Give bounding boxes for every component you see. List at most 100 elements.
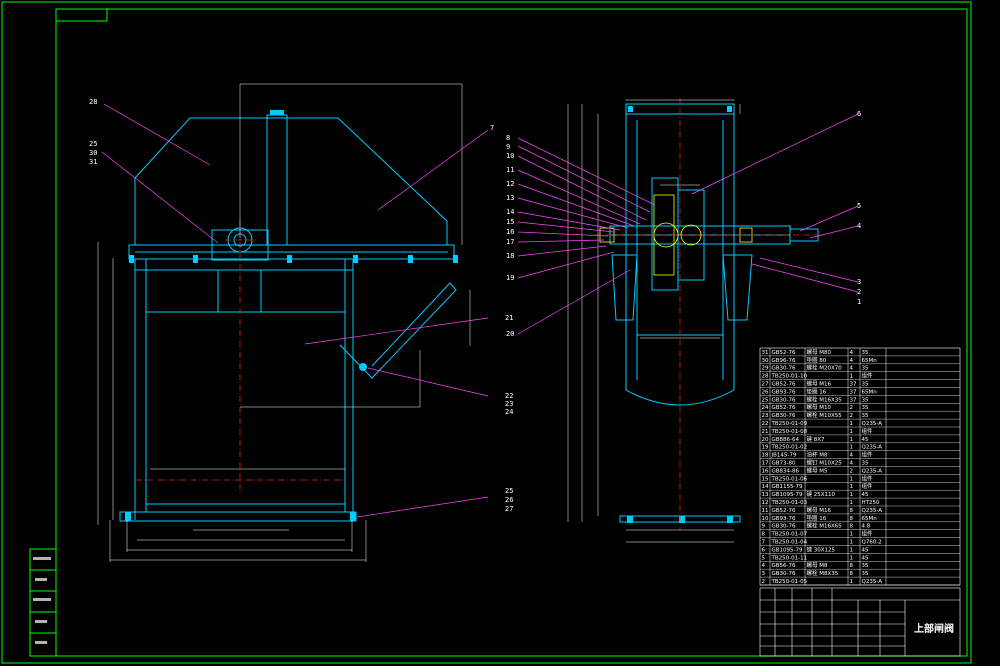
bom-cell: 35 <box>862 397 869 403</box>
leader-lines <box>101 103 859 518</box>
bom-cell: TB250-01-03 <box>771 500 808 506</box>
bom-cell: 8 <box>850 563 854 569</box>
bom-cell: GB834-86 <box>772 468 800 474</box>
bom-cell: GB1095-79 <box>772 492 804 498</box>
bom-cell: 1 <box>850 374 854 380</box>
bom-cell: 组件 <box>862 427 874 435</box>
callout-label: 4 <box>857 222 861 230</box>
bom-cell: HT250 <box>862 500 880 506</box>
bom-cell: 螺母 M16 <box>807 380 832 388</box>
callout-label: 19 <box>506 274 514 282</box>
bom-cell: 28 <box>762 374 769 380</box>
bom-cell: 17 <box>762 461 769 467</box>
callout-label: 1 <box>857 298 861 306</box>
front-view-centerlines <box>136 220 343 495</box>
bom-cell: TB250-01-04 <box>771 540 808 546</box>
bom-cell: 13 <box>762 492 769 498</box>
bom-cell: 螺母 M5 <box>807 466 828 474</box>
callout-label: 16 <box>506 228 514 236</box>
bom-cell: 5 <box>762 555 766 561</box>
bom-cell: 4 <box>850 366 854 372</box>
bom-cell: 35 <box>862 571 869 577</box>
bom-cell: 螺栓 M8X35 <box>807 569 839 577</box>
bom-cell: 37 <box>850 382 857 388</box>
bom-cell: 29 <box>762 366 769 372</box>
callout-label: 7 <box>490 124 494 132</box>
bom-cell: 1 <box>850 492 854 498</box>
bom-cell: 1 <box>850 437 854 443</box>
side-view-centerlines <box>595 98 825 530</box>
callout-label: 27 <box>505 505 513 513</box>
callout-label: 6 <box>857 110 861 118</box>
bom-cell: 4 <box>850 350 854 356</box>
bom-cell: 1 <box>850 547 854 553</box>
bom-cell: Q235-A <box>862 508 883 514</box>
bom-cell: GB52-76 <box>772 508 797 514</box>
bom-cell: 8 <box>850 508 854 514</box>
bom-cell: 螺母 M10 <box>807 403 832 411</box>
callout-label: 22 <box>505 392 513 400</box>
bom-cell: 组件 <box>862 372 874 380</box>
bom-cell: 30 <box>762 358 769 364</box>
bom-cell: 8 <box>850 516 854 522</box>
left-stamp-text <box>33 557 51 644</box>
bom-cell: 45 <box>862 437 869 443</box>
bom-cell: 螺栓 M16X65 <box>807 522 843 530</box>
bom-cell: TB250-01-07 <box>771 532 808 538</box>
bom-cell: 1 <box>850 555 854 561</box>
bom-cell: GB52-76 <box>772 382 797 388</box>
bom-cell: 1 <box>850 445 854 451</box>
bom-cell: 14 <box>762 484 769 490</box>
bom-cell: 组件 <box>862 530 874 538</box>
bom-cell: 1 <box>850 476 854 482</box>
bom-cell: 35 <box>862 405 869 411</box>
bom-cell: 22 <box>762 421 769 427</box>
bom-cell: Q235-A <box>862 468 883 474</box>
callout-label: 31 <box>89 158 97 166</box>
bom-cell: 螺母 M8 <box>807 561 828 569</box>
callout-label: 8 <box>506 134 510 142</box>
callout-label: 5 <box>857 202 861 210</box>
bom-cell: GB1155-79 <box>772 484 804 490</box>
bom-cell: GB30-76 <box>772 366 797 372</box>
callout-label: 18 <box>506 252 514 260</box>
bom-cell: 8 <box>850 524 854 530</box>
bom-cell: 23 <box>762 413 769 419</box>
bom-cell: 1 <box>850 429 854 435</box>
bom-cell: GB30-76 <box>772 397 797 403</box>
bom-cell: TB250-01-06 <box>771 476 808 482</box>
callout-label: 25 <box>89 140 97 148</box>
bom-cell: 20 <box>762 437 769 443</box>
bom-cell: 油杯 M8 <box>807 451 828 459</box>
bom-cell: GB93-76 <box>772 389 797 395</box>
bom-cell: 25 <box>762 397 769 403</box>
bom-cell: 21 <box>762 429 769 435</box>
callout-label: 10 <box>506 152 514 160</box>
bom-cell: 35 <box>862 563 869 569</box>
bom-cell: 65Mn <box>862 358 878 364</box>
bom-cell: JB145-79 <box>771 453 797 459</box>
bom-cell: 螺母 M80 <box>807 348 832 356</box>
bom-cell: Q235-A <box>862 421 883 427</box>
bom-cell: 37 <box>850 389 857 395</box>
bom-cell: GB73-80 <box>772 461 797 467</box>
callout-label: 17 <box>506 238 514 246</box>
bom-cell: 24 <box>762 405 769 411</box>
bom-cell: TB250-01-09 <box>771 421 808 427</box>
bom-cell: 45 <box>862 547 869 553</box>
bom-cell: 10 <box>762 516 769 522</box>
bom-cell: TB250-01-05 <box>771 579 808 585</box>
bom-cell: 1 <box>850 500 854 506</box>
bom-cell: GB30-76 <box>772 524 797 530</box>
bom-cell: GB56-76 <box>772 563 797 569</box>
bom-cell: 45 <box>862 555 869 561</box>
bom-cell: TB250-01-10 <box>771 374 808 380</box>
bom-cell: 组件 <box>862 474 874 482</box>
bom-cell: 2 <box>850 413 854 419</box>
bom-cell: 组件 <box>862 482 874 490</box>
bom-cell: 垫圈 80 <box>807 356 827 364</box>
bom-cell: 垫圈 16 <box>807 387 827 395</box>
bom-cell: 垫圈 16 <box>807 514 827 522</box>
bom-cell: 键 30X125 <box>807 545 836 553</box>
